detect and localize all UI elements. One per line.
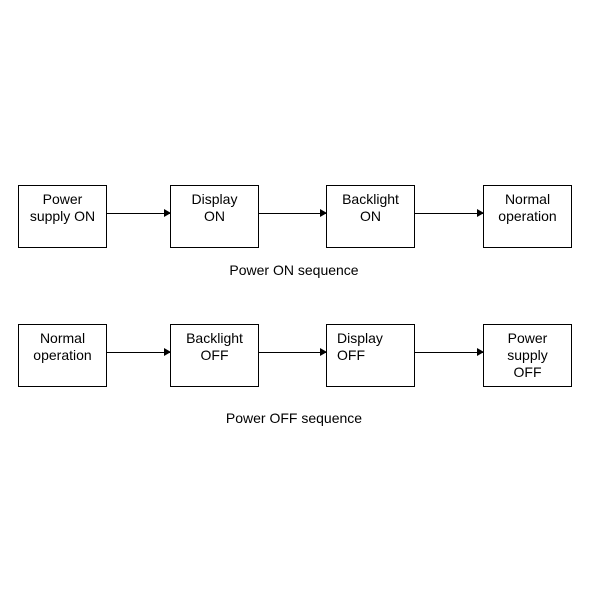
step-power-supply-on: Power supply ON	[18, 185, 107, 248]
step-label: Normal operation	[33, 330, 92, 363]
arrow-connector	[107, 348, 171, 356]
arrowhead-icon	[477, 209, 484, 217]
arrowhead-icon	[164, 209, 171, 217]
step-label: Power supply ON	[29, 191, 96, 224]
step-normal-operation: Normal operation	[18, 324, 107, 387]
step-label: Display OFF	[337, 330, 383, 363]
power-off-caption: Power OFF sequence	[225, 410, 363, 426]
step-backlight-off: Backlight OFF	[170, 324, 259, 387]
step-display-off: Display OFF	[326, 324, 415, 387]
arrow-connector	[415, 209, 484, 217]
arrowhead-icon	[477, 348, 484, 356]
arrow-connector	[415, 348, 484, 356]
step-normal-operation: Normal operation	[483, 185, 572, 248]
step-label: Power supply OFF	[507, 330, 548, 380]
arrowhead-icon	[320, 348, 327, 356]
step-label: Display ON	[191, 191, 238, 224]
arrow-connector	[259, 209, 327, 217]
step-backlight-on: Backlight ON	[326, 185, 415, 248]
arrow-connector	[107, 209, 171, 217]
step-label: Backlight ON	[342, 191, 399, 224]
arrow-connector	[259, 348, 327, 356]
arrowhead-icon	[164, 348, 171, 356]
step-display-on: Display ON	[170, 185, 259, 248]
step-label: Normal operation	[498, 191, 557, 224]
arrowhead-icon	[320, 209, 327, 217]
power-on-caption: Power ON sequence	[229, 262, 359, 278]
step-label: Backlight OFF	[186, 330, 243, 363]
step-power-supply-off: Power supply OFF	[483, 324, 572, 387]
